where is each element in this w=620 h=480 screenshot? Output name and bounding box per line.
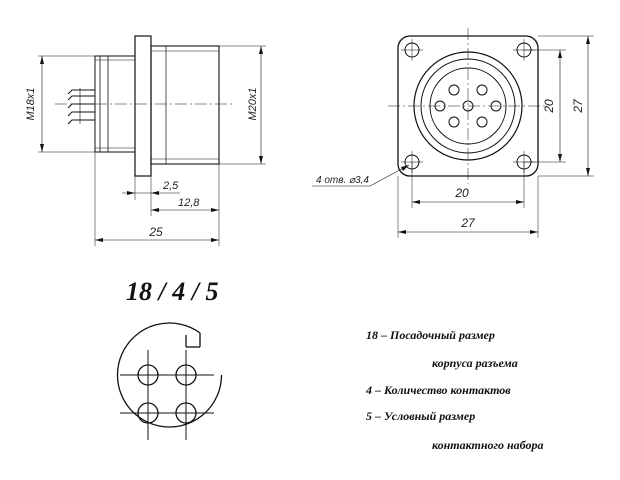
front-body: [150, 45, 220, 165]
legend-line-3: 4 – Количество контактов: [365, 383, 511, 397]
legend-line-1: 18 – Посадочный размер: [366, 328, 495, 342]
pins: [67, 88, 95, 125]
dim-outer-width: 27: [460, 216, 476, 230]
hole-callout: 4 отв. ⌀3,4: [316, 175, 369, 186]
legend-line-4: 5 – Условный размер: [366, 409, 475, 423]
dim-flange-label: 2,5: [162, 180, 179, 192]
designation-code: 18 / 4 / 5: [126, 277, 218, 306]
thread-left-label: M18x1: [25, 87, 37, 120]
contact-pattern-symbol: [116, 322, 223, 440]
legend-line-2: корпуса разъема: [432, 356, 518, 370]
dim-inner-width: 20: [454, 186, 469, 200]
legend: 18 – Посадочный размер корпуса разъема 4…: [365, 328, 543, 452]
dim-inner-height: 20: [542, 99, 556, 114]
thread-right-label: M20x1: [247, 87, 259, 120]
side-view: [38, 35, 266, 246]
dim-body-label: 12,8: [178, 197, 200, 209]
dim-outer-height: 27: [571, 98, 585, 114]
dim-total-label: 25: [148, 225, 163, 239]
flange: [134, 35, 152, 177]
front-view: [312, 28, 594, 238]
legend-line-5: контактного набора: [432, 438, 543, 452]
